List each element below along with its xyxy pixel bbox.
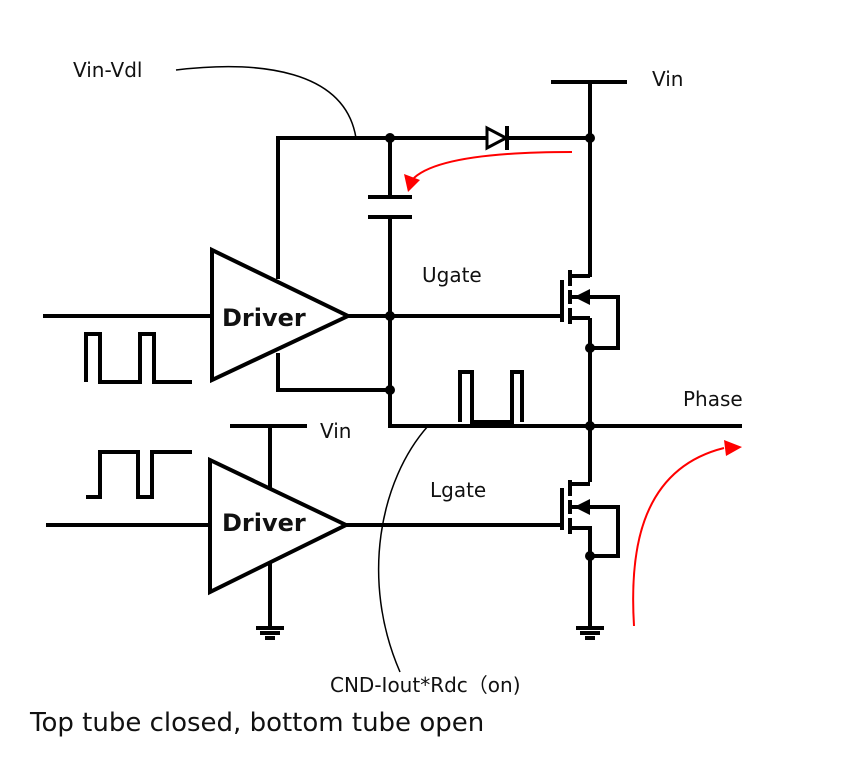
square-wave-icon [86, 450, 192, 499]
junction-dot [385, 133, 395, 143]
charge-current-arrow [411, 151, 573, 181]
diode-icon [485, 125, 510, 151]
wires [43, 80, 742, 630]
label-lgate: Lgate [430, 478, 486, 502]
junction-dot [385, 311, 395, 321]
bottom-mosfet-arrow [574, 499, 590, 515]
label-ugate: Ugate [422, 263, 482, 287]
junction-dot [585, 133, 595, 143]
vin-vdl-leader [175, 65, 357, 139]
label-gnd-note: CND-Iout*Rdc（on) [330, 673, 521, 697]
label-vin-vdl: Vin-Vdl [73, 58, 142, 82]
leader-lines [175, 65, 429, 673]
bottom-driver-icon [208, 456, 351, 596]
label-phase: Phase [683, 387, 743, 411]
label-driver-bottom: Driver [222, 509, 306, 537]
current-path-arrows [411, 151, 725, 627]
square-wave-icon [84, 332, 192, 384]
top-driver-icon [210, 246, 353, 384]
junction-dot [385, 385, 395, 395]
label-driver-top: Driver [222, 304, 306, 332]
junction-dot [585, 421, 595, 431]
charge-arrowhead [404, 174, 420, 192]
top-mosfet-arrow [574, 289, 590, 305]
top-mosfet-icon [560, 270, 620, 350]
label-vin-low: Vin [320, 419, 351, 443]
capacitor-icon [368, 195, 412, 219]
square-wave-icon [458, 370, 524, 424]
ground-icon [256, 626, 284, 640]
discharge-arrowhead [724, 440, 742, 456]
discharge-current-arrow [632, 447, 725, 627]
figure-caption: Top tube closed, bottom tube open [29, 708, 484, 738]
ground-icon [576, 626, 604, 640]
label-vin-top: Vin [652, 67, 683, 91]
gnd-note-leader [377, 425, 429, 673]
